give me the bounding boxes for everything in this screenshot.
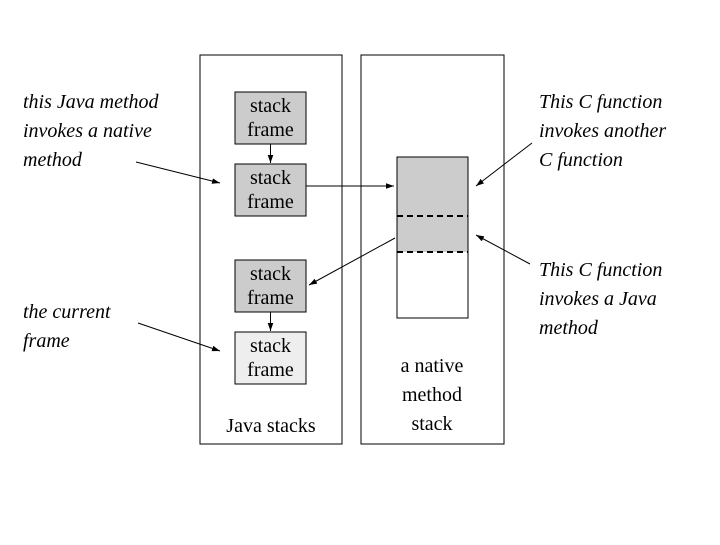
- annot-java-method-line1: this Java method: [23, 91, 160, 113]
- native-stack-label-line1: a native: [401, 355, 464, 377]
- annot-java-method-arrow: [135, 161, 221, 184]
- annot-c-invokes-java-line2: invokes a Java: [539, 288, 657, 310]
- annot-c-invokes-c-line2: invokes another: [539, 120, 666, 142]
- native-stack-used-area: [397, 157, 468, 252]
- annot-current-frame-line2: frame: [23, 330, 70, 352]
- native-stack-label-line3: stack: [411, 413, 452, 435]
- stack-frame-3-line1: stack: [250, 263, 291, 285]
- annot-c-invokes-c-line3: C function: [539, 149, 623, 171]
- stack-frame-1-line1: stack: [250, 95, 291, 117]
- annot-current-frame-line1: the current: [23, 301, 111, 323]
- annot-c-invokes-c-arrow: [475, 142, 533, 187]
- stack-frame-2-line2: frame: [247, 191, 294, 213]
- native-stack-column: [396, 156, 469, 319]
- native-to-java-arrow: [308, 237, 396, 286]
- stack-frame-current: [234, 331, 307, 385]
- stack-frame-2-line1: stack: [250, 167, 291, 189]
- stack-frame-current-line2: frame: [247, 359, 294, 381]
- stack-frame-3-line2: frame: [247, 287, 294, 309]
- native-stack-label-line2: method: [402, 384, 462, 406]
- stack-frame-2: [234, 163, 307, 217]
- java-stacks-label: Java stacks: [226, 415, 316, 437]
- stack-frame-1-line2: frame: [247, 119, 294, 141]
- annot-c-invokes-c-line1: This C function: [539, 91, 662, 113]
- stack-frame-current-line1: stack: [250, 335, 291, 357]
- annot-java-method-line3: method: [23, 149, 83, 171]
- stack-frame-1: [234, 91, 307, 145]
- annot-c-invokes-java-line1: This C function: [539, 259, 662, 281]
- annot-current-frame-arrow: [137, 322, 221, 352]
- annot-c-invokes-java-line3: method: [539, 317, 599, 339]
- annot-java-method-line2: invokes a native: [23, 120, 152, 142]
- stack-frame-3: [234, 259, 307, 313]
- annot-c-invokes-java-arrow: [475, 234, 531, 265]
